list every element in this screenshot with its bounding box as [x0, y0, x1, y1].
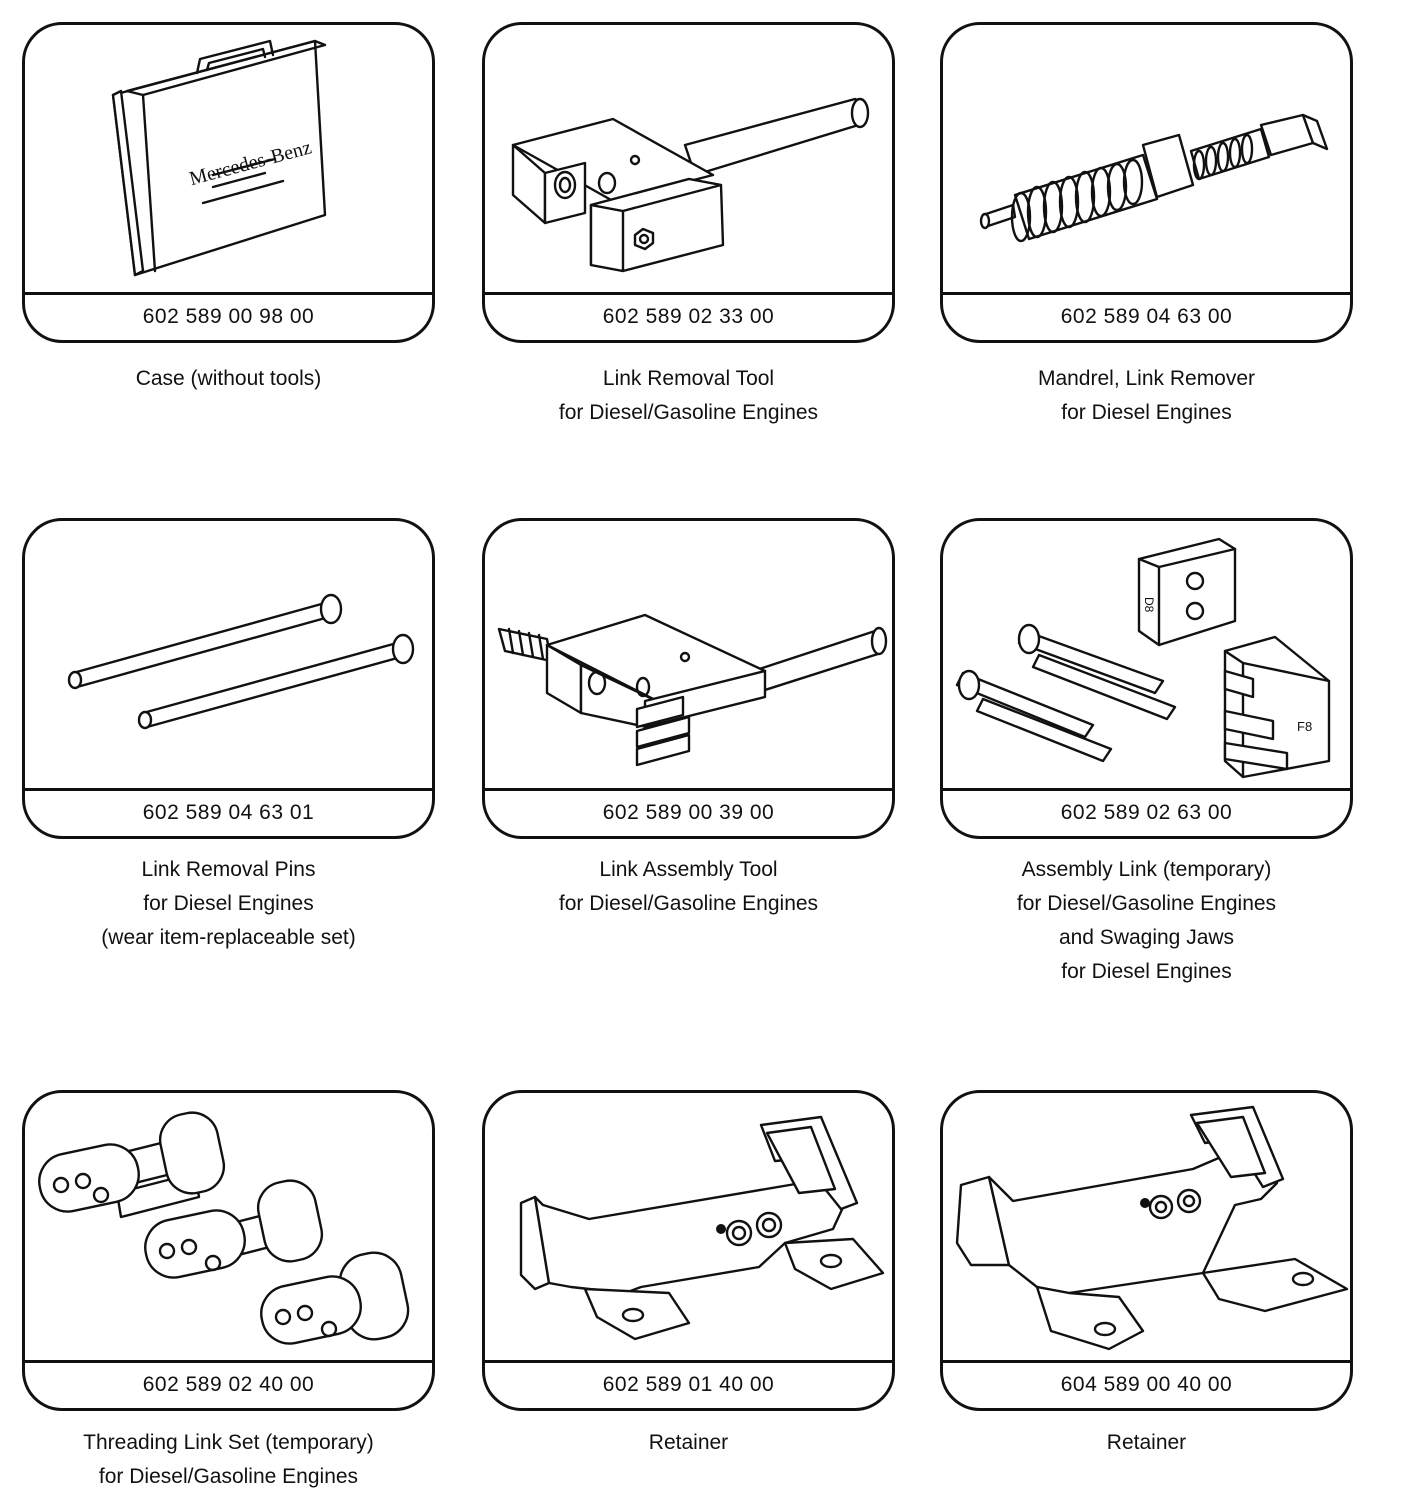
tool-card-retainer-2: 604 589 00 40 00 — [940, 1090, 1353, 1411]
part-number: 602 589 04 63 00 — [943, 292, 1350, 340]
part-number: 602 589 01 40 00 — [485, 1360, 892, 1408]
retainer-icon — [519, 1115, 885, 1341]
mandrel-icon — [979, 113, 1329, 243]
tool-description: Threading Link Set (temporary) for Diese… — [83, 1431, 374, 1488]
part-number: 602 589 02 33 00 — [485, 292, 892, 340]
tool-description: Assembly Link (temporary) for Diesel/Gas… — [1016, 858, 1277, 983]
part-number: 604 589 00 40 00 — [943, 1360, 1350, 1408]
svg-text:D8: D8 — [1142, 597, 1156, 613]
tool-case-icon: Mercedes-Benz — [111, 39, 327, 277]
tool-card-assembly-link: D8 F8 602 589 02 63 00 — [940, 518, 1353, 839]
svg-text:F8: F8 — [1297, 719, 1312, 734]
tool-card-mandrel: 602 589 04 63 00 — [940, 22, 1353, 343]
part-number: 602 589 02 63 00 — [943, 788, 1350, 836]
assembly-link-jaws-icon: D8 F8 — [955, 537, 1331, 779]
tool-card-link-removal: 602 589 02 33 00 — [482, 22, 895, 343]
retainer-icon — [955, 1105, 1349, 1351]
removal-pins-icon — [67, 593, 415, 730]
tool-card-case: Mercedes-Benz 602 589 00 98 00 — [22, 22, 435, 343]
tool-description: Link Removal Tool for Diesel/Gasoline En… — [558, 367, 819, 424]
tool-description: Link Removal Pins for Diesel Engines (we… — [101, 858, 356, 949]
tool-card-removal-pins: 602 589 04 63 01 — [22, 518, 435, 839]
part-number: 602 589 02 40 00 — [25, 1360, 432, 1408]
tool-description: Retainer — [1106, 1431, 1187, 1454]
link-removal-tool-icon — [511, 97, 870, 273]
part-number: 602 589 04 63 01 — [25, 788, 432, 836]
threading-links-icon — [38, 1111, 410, 1345]
part-number: 602 589 00 98 00 — [25, 292, 432, 340]
tool-description: Link Assembly Tool for Diesel/Gasoline E… — [558, 858, 819, 915]
tool-description: Mandrel, Link Remover for Diesel Engines — [1037, 367, 1256, 424]
tool-card-threading-links: 602 589 02 40 00 — [22, 1090, 435, 1411]
tool-card-link-assembly: 602 589 00 39 00 — [482, 518, 895, 839]
link-assembly-tool-icon — [497, 613, 888, 767]
tool-description: Case (without tools) — [135, 367, 322, 390]
part-number: 602 589 00 39 00 — [485, 788, 892, 836]
tool-card-retainer-1: 602 589 01 40 00 — [482, 1090, 895, 1411]
tool-description: Retainer — [648, 1431, 729, 1454]
